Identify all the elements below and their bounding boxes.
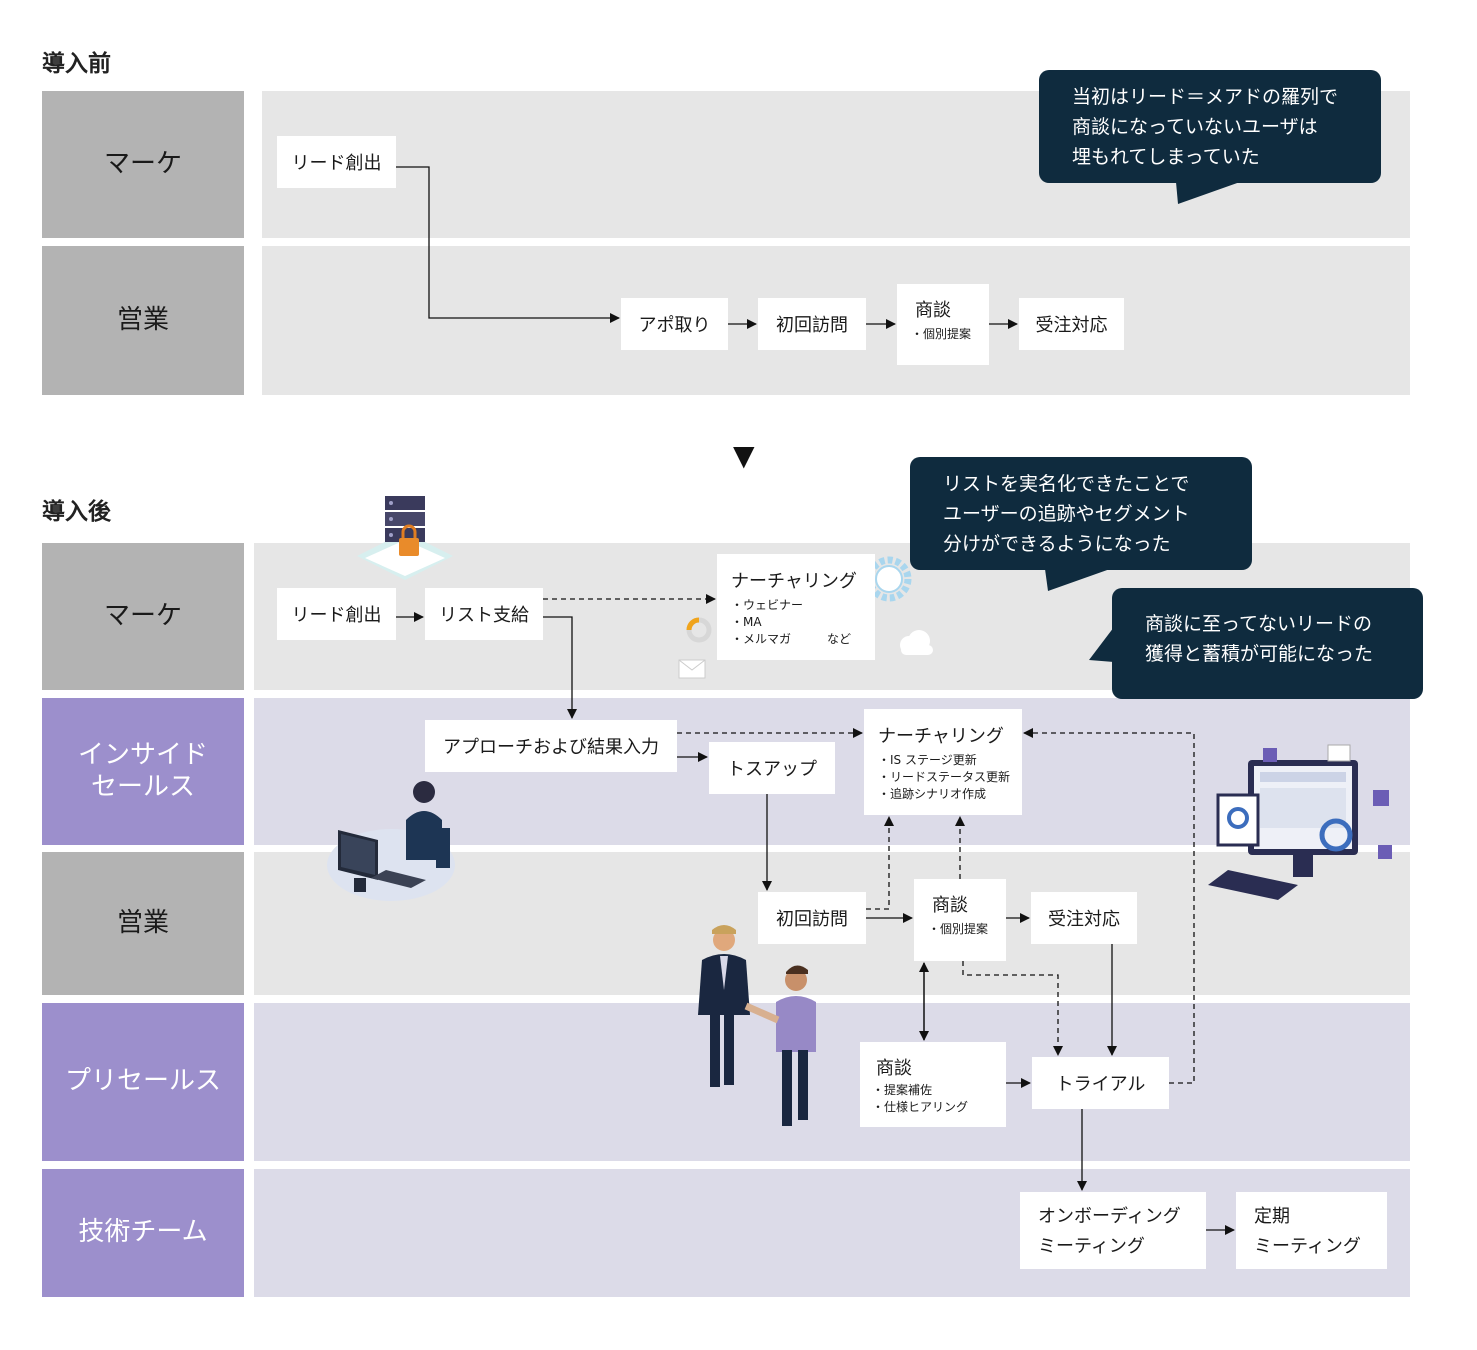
after-nurture-marketing-box: ナーチャリング ・ウェビナー ・MA ・メルマガ など [717,554,875,660]
after-presales-deal-title: 商談 [876,1058,912,1079]
after-approach-box: アプローチおよび結果入力 [425,720,677,772]
after-deal-sub: ・個別提案 [928,922,989,936]
after-regular-meeting-line: 定期 [1254,1206,1290,1227]
after-nurture-inside-item: ・リードステータス更新 [878,770,1011,784]
before-lane-label-sales: 営業 [42,246,244,395]
monitor-analytics-icon [1208,744,1392,900]
cloud-icon [900,630,933,655]
after-nurture-inside-item: ・追跡シナリオ作成 [878,787,987,801]
before-visit-label: 初回訪問 [776,315,848,336]
before-deal-title: 商談 [915,300,951,321]
before-callout: 当初はリード＝メアドの羅列で 商談になっていないユーザは 埋もれてしまっていた [1039,70,1381,183]
before-section-title: 導入前 [42,51,111,77]
after-lane-label-marketing: マーケ [42,543,244,690]
after-lane-label-presales: プリセールス [42,1003,244,1161]
after-lane-label-tech-team: 技術チーム [42,1169,244,1297]
after-nurture-marketing-item: ・メルマガ など [731,632,852,646]
after-nurture-inside-box: ナーチャリング ・IS ステージ更新 ・リードステータス更新 ・追跡シナリオ作成 [864,709,1022,815]
after-nurture-inside-item: ・IS ステージ更新 [878,753,977,767]
after-nurture-marketing-item: ・ウェビナー [731,598,804,612]
before-lead-box: リード創出 [277,136,396,188]
before-callout-line: 埋もれてしまっていた [1072,146,1260,168]
before-appo-label: アポ取り [638,315,711,336]
after-callout-leads: 商談に至ってないリードの 獲得と蓄積が可能になった [1112,588,1423,699]
after-callout-realname-line: リストを実名化できたことで [943,473,1190,495]
after-onboarding-line: オンボーディング [1038,1206,1181,1227]
after-presales-deal-item: ・提案補佐 [872,1083,933,1097]
after-tossup-box: トスアップ [709,742,835,794]
before-callout-line: 当初はリード＝メアドの羅列で [1072,86,1339,108]
after-lane-tech-team [254,1169,1410,1297]
after-lane-label-sales: 営業 [42,852,244,995]
after-approach-label: アプローチおよび結果入力 [443,737,659,758]
after-trial-label: トライアル [1055,1074,1146,1095]
after-trial-box: トライアル [1032,1057,1169,1109]
after-lead-label: リード創出 [291,605,382,626]
after-lane-label-inside-sales: インサイド セールス [42,698,244,845]
after-lane-presales [254,1003,1410,1161]
before-order-box: 受注対応 [1019,298,1124,350]
pie-chart-icon [686,617,712,643]
after-onboarding-line: ミーティング [1038,1236,1145,1257]
after-visit-box: 初回訪問 [758,892,866,944]
operator-with-headset-icon [327,781,455,901]
after-nurture-marketing-title: ナーチャリング [731,571,857,592]
before-appo-box: アポ取り [621,298,728,350]
after-section-title: 導入後 [42,499,111,525]
before-callout-line: 商談になっていないユーザは [1072,116,1318,138]
after-callout-leads-line: 商談に至ってないリードの [1145,613,1373,635]
after-lead-box: リード創出 [277,588,396,640]
before-order-label: 受注対応 [1035,315,1108,336]
after-nurture-inside-title: ナーチャリング [878,726,1004,747]
after-regular-meeting-box: 定期 ミーティング [1236,1192,1387,1269]
after-callout-leads-line: 獲得と蓄積が可能になった [1145,643,1374,665]
after-visit-label: 初回訪問 [776,909,848,930]
before-visit-box: 初回訪問 [758,298,866,350]
after-callout-realname: リストを実名化できたことで ユーザーの追跡やセグメント 分けができるようになった [910,457,1252,570]
after-regular-meeting-line: ミーティング [1254,1236,1361,1257]
business-handshake-icon [698,925,816,1126]
before-deal-sub: ・個別提案 [911,327,972,341]
before-lane-label-marketing: マーケ [42,91,244,238]
after-order-box: 受注対応 [1031,892,1137,944]
after-list-box: リスト支給 [425,588,543,640]
server-lock-icon [357,496,453,580]
after-onboarding-box: オンボーディング ミーティング [1020,1192,1206,1269]
after-list-label: リスト支給 [439,605,529,626]
before-lead-label: リード創出 [291,153,382,174]
after-callout-realname-line: 分けができるようになった [943,533,1171,555]
mail-icon [678,659,706,679]
after-presales-deal-box: 商談 ・提案補佐 ・仕様ヒアリング [860,1042,1006,1127]
after-presales-deal-item: ・仕様ヒアリング [872,1100,969,1114]
after-tossup-label: トスアップ [727,759,817,780]
after-deal-title: 商談 [932,895,968,916]
before-deal-box: 商談 ・個別提案 [897,284,989,365]
transition-arrow-icon: ▼ [733,439,755,472]
after-order-label: 受注対応 [1048,909,1120,930]
after-callout-realname-line: ユーザーの追跡やセグメント [943,503,1190,525]
after-deal-box: 商談 ・個別提案 [914,879,1006,961]
after-nurture-marketing-item: ・MA [731,615,762,629]
